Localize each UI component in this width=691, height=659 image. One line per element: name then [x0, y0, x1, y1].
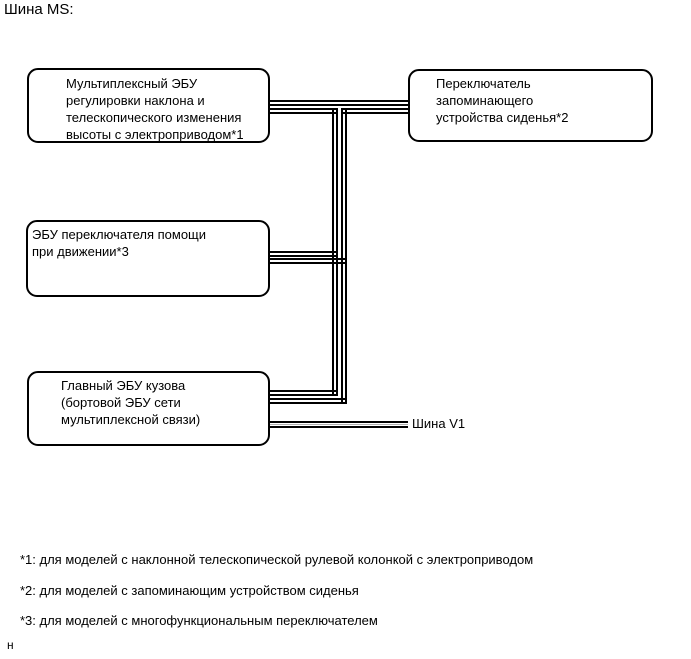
- bus-ms-trunk-lower-left: [268, 108, 338, 114]
- bus-stub-node4-lower: [268, 398, 347, 404]
- bus-stub-node3-upper: [268, 251, 338, 257]
- node-drive-assist-switch-ecu: ЭБУ переключателя помощи при движении*3: [26, 220, 270, 297]
- footnote-1: *1: для моделей с наклонной телескопичес…: [20, 552, 534, 567]
- bus-v1-center-stripe: [268, 424, 408, 425]
- node-tilt-telescopic-ecu: Мультиплексный ЭБУ регулировки наклона и…: [27, 68, 270, 143]
- bus-stub-node4-upper: [268, 390, 338, 396]
- node-seat-memory-switch: Переключатель запоминающего устройства с…: [408, 69, 653, 142]
- diagram-title: Шина MS:: [4, 1, 74, 18]
- bus-stub-node3-lower: [268, 258, 347, 264]
- bus-ms-trunk-upper: [268, 100, 410, 106]
- truncated-text: н: [7, 638, 14, 652]
- footnote-3: *3: для моделей с многофункциональным пе…: [20, 613, 378, 628]
- node-main-body-ecu: Главный ЭБУ кузова (бортовой ЭБУ сети му…: [27, 371, 270, 446]
- bus-ms-trunk-lower-right: [341, 108, 410, 114]
- bus-v1-label: Шина V1: [412, 416, 466, 431]
- bus-vertical-right: [341, 108, 347, 404]
- bus-v1-line: [268, 421, 408, 428]
- footnote-2: *2: для моделей с запоминающим устройств…: [20, 583, 359, 598]
